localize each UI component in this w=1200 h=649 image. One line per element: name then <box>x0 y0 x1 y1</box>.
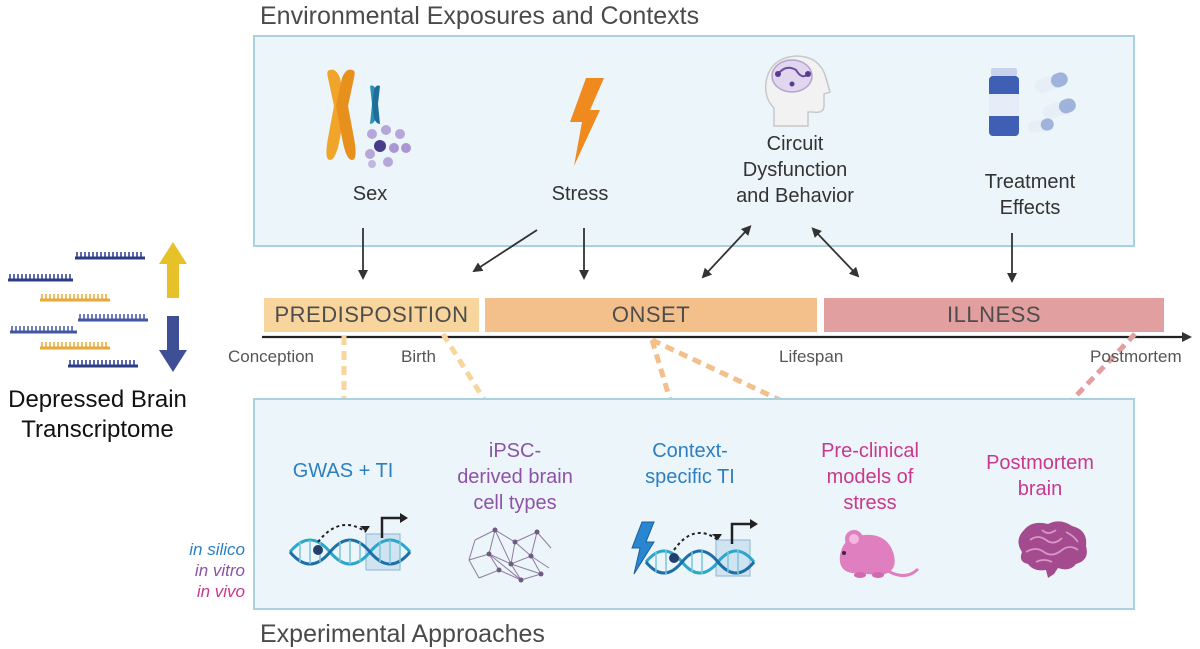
transcriptome-reads-icon <box>8 252 148 368</box>
dna-gene-icon <box>288 513 412 571</box>
factor-treatment: Treatment Effects <box>984 171 1076 219</box>
bottom-section-title: Experimental Approaches <box>260 620 545 648</box>
tick-birth: Birth <box>401 347 436 366</box>
tick-conception: Conception <box>228 347 315 366</box>
method-in-silico: in silico <box>189 540 245 559</box>
approach-ipsc: iPSC- derived brain cell types <box>457 440 573 514</box>
up-arrow-icon <box>159 242 187 298</box>
factor-circuit: Circuit Dysfunction and Behavior <box>736 133 854 207</box>
tick-postmortem: Postmortem <box>1090 347 1182 366</box>
chromosome-icon <box>326 69 411 168</box>
stress-dna-icon <box>631 519 758 577</box>
method-in-vitro: in vitro <box>194 561 245 580</box>
approach-gwas: GWAS + TI <box>292 460 394 482</box>
approach-postmortem: Postmortem brain <box>986 452 1094 500</box>
mouse-icon <box>839 530 920 578</box>
down-arrow-icon <box>159 316 187 372</box>
transcriptome-label: Depressed Brain Transcriptome <box>8 386 187 443</box>
phase-onset: ONSET <box>485 298 817 332</box>
head-brain-icon <box>764 55 831 127</box>
tick-lifespan: Lifespan <box>779 347 844 366</box>
lightning-icon <box>570 78 604 166</box>
phase-predisposition: PREDISPOSITION <box>264 298 479 332</box>
approach-context: Context- specific TI <box>645 440 735 488</box>
approach-preclinical: Pre-clinical models of stress <box>821 440 919 514</box>
method-legend: in silico in vitro in vivo <box>150 539 245 602</box>
environmental-box <box>253 35 1135 247</box>
factor-sex: Sex <box>352 183 388 205</box>
experimental-box <box>253 398 1135 610</box>
neuron-network-icon <box>468 527 552 583</box>
pills-icon <box>989 68 1076 136</box>
method-in-vivo: in vivo <box>196 582 245 601</box>
phase-illness: ILLNESS <box>824 298 1164 332</box>
brain-icon <box>1018 521 1087 578</box>
top-section-title: Environmental Exposures and Contexts <box>260 2 700 30</box>
factor-stress: Stress <box>551 183 609 205</box>
